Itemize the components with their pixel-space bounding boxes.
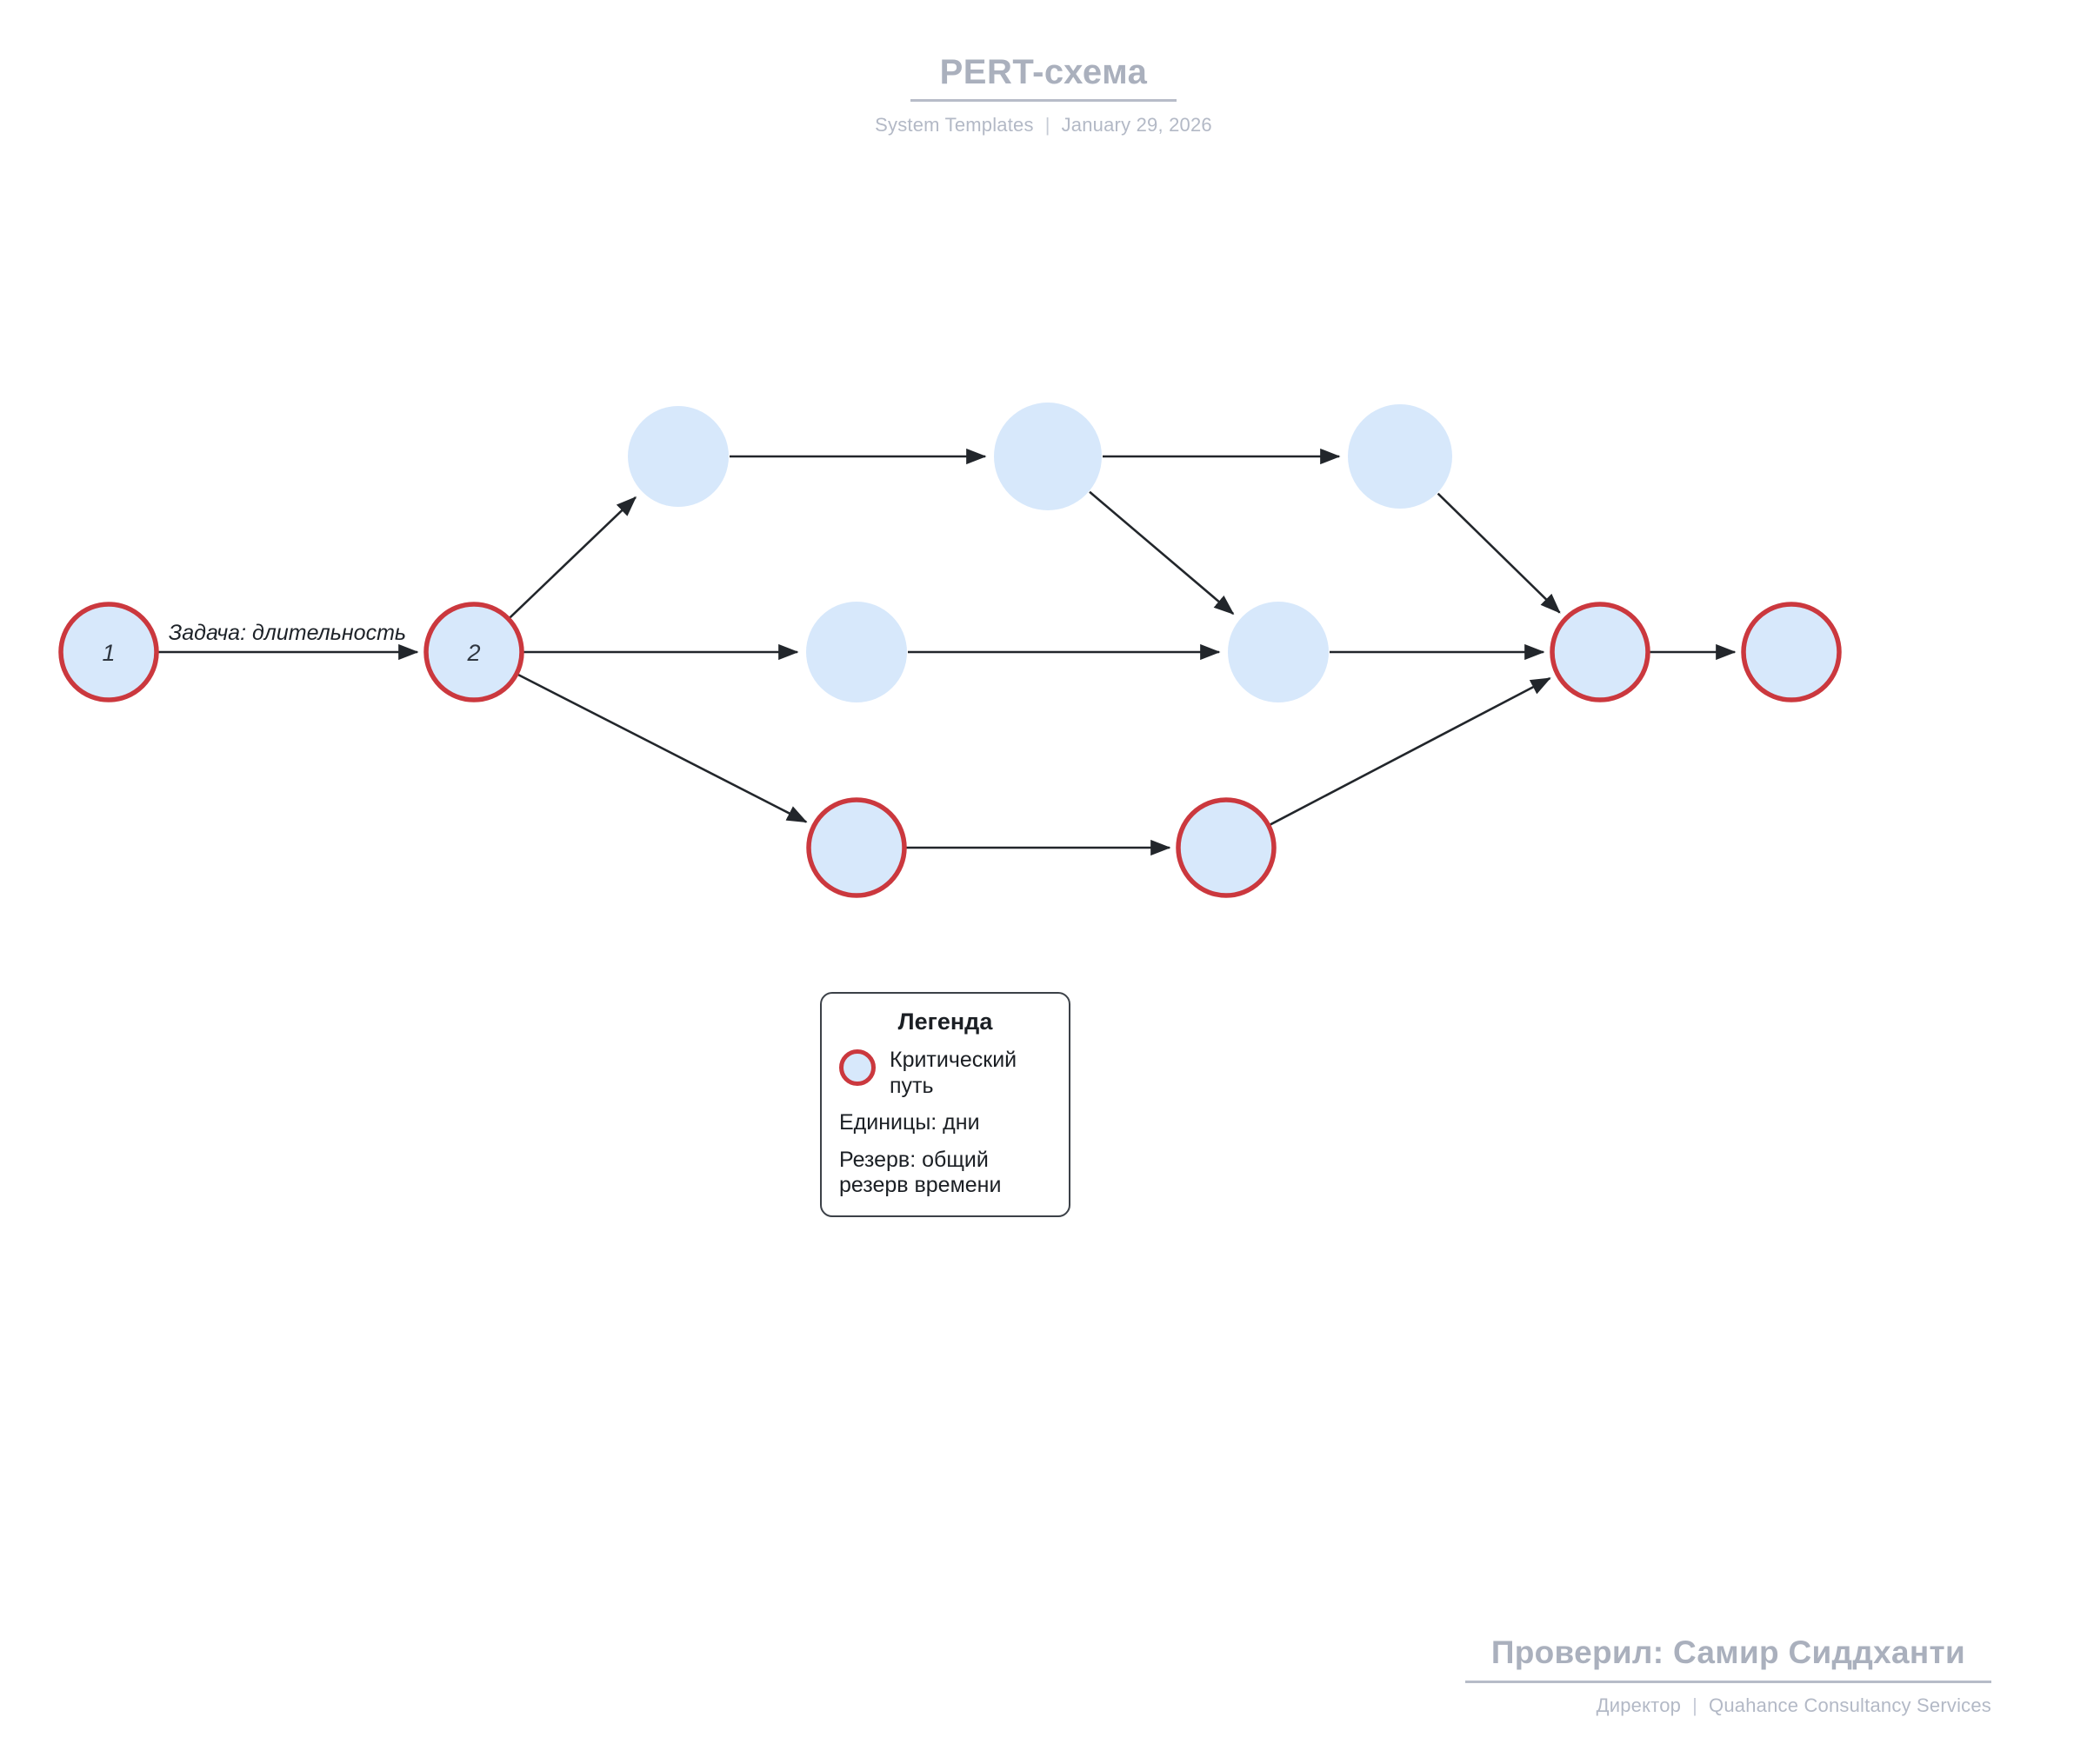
- document-subtitle: System Templates | January 29, 2026: [0, 114, 2087, 136]
- document-footer: Проверил: Самир Сиддханти Директор | Qua…: [1464, 1634, 1991, 1717]
- node-n3[interactable]: [628, 406, 729, 507]
- footer-role: Директор: [1596, 1694, 1682, 1716]
- node-n5[interactable]: [1348, 404, 1452, 509]
- edges-layer: [157, 448, 1737, 856]
- subtitle-source: System Templates: [875, 114, 1034, 136]
- node-circle[interactable]: [1348, 404, 1452, 509]
- page-title: PERT-схема: [910, 54, 1177, 102]
- node-circle-critical[interactable]: [1176, 797, 1277, 898]
- edge-labels-layer: Задача: длительность: [169, 621, 406, 645]
- edge-n2-to-n8: [517, 673, 808, 823]
- edge-n9-to-n10: [1269, 676, 1551, 827]
- subtitle-separator: |: [1044, 114, 1050, 136]
- legend-units-label: Единицы: дни: [839, 1110, 980, 1135]
- legend-title: Легенда: [897, 1008, 993, 1035]
- node-circle-critical[interactable]: [806, 797, 907, 898]
- footer-subtitle: Директор | Quahance Consultancy Services: [1465, 1694, 1991, 1717]
- footer-separator: |: [1692, 1694, 1698, 1716]
- legend-slack-label: Резерв: общий резерв времени: [839, 1147, 1002, 1198]
- node-n7[interactable]: [1228, 602, 1329, 702]
- critical-path-swatch-icon: [839, 1049, 876, 1086]
- node-n11[interactable]: [1741, 602, 1842, 702]
- node-n1[interactable]: 1: [58, 602, 159, 702]
- node-circle[interactable]: [628, 406, 729, 507]
- document-header: PERT-схема System Templates | January 29…: [0, 54, 2087, 136]
- node-label-n2: 2: [466, 640, 480, 666]
- node-circle-critical[interactable]: [1741, 602, 1842, 702]
- edge-n5-to-n10: [1437, 492, 1561, 614]
- node-label-n1: 1: [102, 640, 115, 666]
- node-n9[interactable]: [1176, 797, 1277, 898]
- legend-critical-path-label: Критический путь: [890, 1048, 1017, 1098]
- node-circle-critical[interactable]: [423, 602, 524, 702]
- node-n2[interactable]: 2: [423, 602, 524, 702]
- legend-panel: Легенда Критический путь Единицы: дни Ре…: [820, 992, 1070, 1217]
- edge-label-n1-to-n2: Задача: длительность: [169, 621, 406, 645]
- node-circle[interactable]: [1228, 602, 1329, 702]
- edge-n2-to-n3: [508, 496, 637, 620]
- footer-reviewer-name: Проверил: Самир Сиддханти: [1464, 1634, 1991, 1683]
- node-circle[interactable]: [806, 602, 907, 702]
- node-n6[interactable]: [806, 602, 907, 702]
- subtitle-date: January 29, 2026: [1061, 114, 1212, 136]
- node-n8[interactable]: [806, 797, 907, 898]
- legend-item-critical-path: Критический путь: [839, 1048, 1051, 1099]
- node-n4[interactable]: [994, 403, 1102, 510]
- edge-n4-to-n7: [1089, 490, 1235, 615]
- node-circle[interactable]: [994, 403, 1102, 510]
- node-n10[interactable]: [1550, 602, 1650, 702]
- node-circle-critical[interactable]: [1550, 602, 1650, 702]
- footer-organization: Quahance Consultancy Services: [1709, 1694, 1991, 1716]
- node-circle-critical[interactable]: [58, 602, 159, 702]
